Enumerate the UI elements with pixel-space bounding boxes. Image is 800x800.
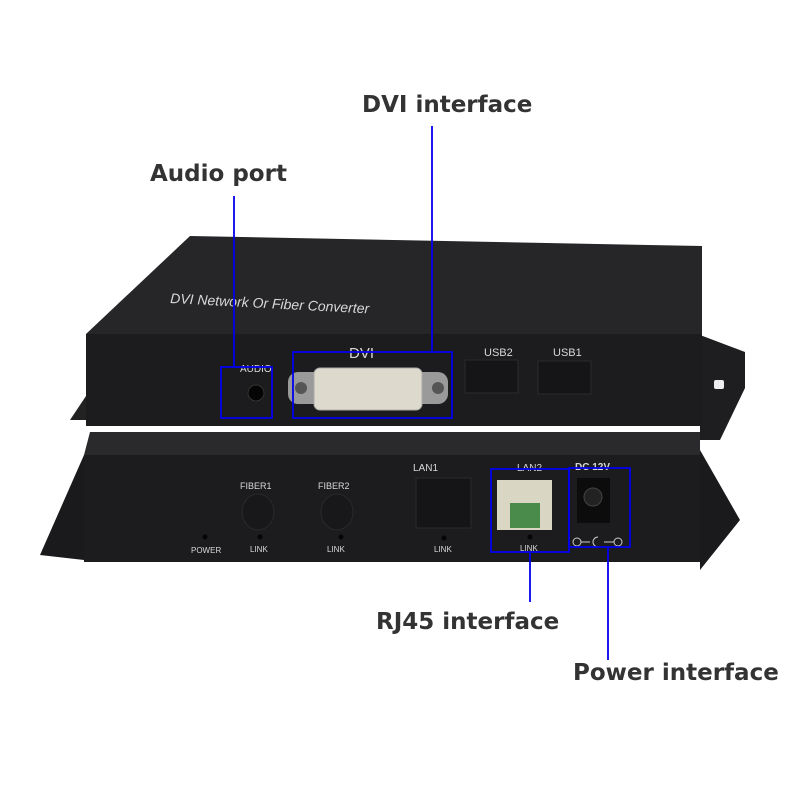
top-unit: DVI Network Or Fiber Converter AUDIO DVI… [70, 236, 745, 440]
power-label: POWER [191, 546, 221, 555]
annotations [220, 126, 631, 660]
rj45-callout: RJ45 interface [376, 609, 560, 635]
right-flange-bottom [700, 450, 740, 570]
lan1-label: LAN1 [413, 463, 438, 474]
usb1-label: USB1 [553, 347, 582, 359]
bottom-unit: FIBER1 FIBER2 LAN1 LAN2 DC 12V POWER LIN… [40, 432, 740, 570]
audio-highlight-box [220, 366, 273, 419]
dvi-callout: DVI interface [362, 92, 533, 118]
power-callout: Power interface [573, 660, 779, 686]
fiber1-port [241, 493, 275, 531]
power-highlight-box [568, 467, 631, 548]
link-label: LINK [520, 544, 538, 553]
dvi-label: DVI [349, 345, 374, 362]
fiber2-port [320, 493, 354, 531]
link-label: LINK [250, 545, 268, 554]
left-flange-top [70, 390, 90, 420]
dvi-highlight-box [292, 351, 453, 419]
left-flange-bottom [40, 455, 84, 560]
flange-hole [714, 380, 724, 389]
audio-jack [247, 384, 265, 402]
link-label: LINK [434, 545, 452, 554]
usb2-label: USB2 [484, 347, 513, 359]
fiber2-label: FIBER2 [318, 481, 350, 491]
usb2-port [464, 359, 519, 394]
dvi-connector [313, 367, 423, 411]
fiber1-label: FIBER1 [240, 481, 272, 491]
audio-label: AUDIO [240, 364, 272, 375]
lan1-port [415, 477, 472, 529]
rj45-contacts [510, 503, 540, 528]
top-surface [86, 236, 702, 336]
usb1-port [537, 360, 592, 395]
audio-callout: Audio port [150, 161, 287, 187]
link-label: LINK [327, 545, 345, 554]
